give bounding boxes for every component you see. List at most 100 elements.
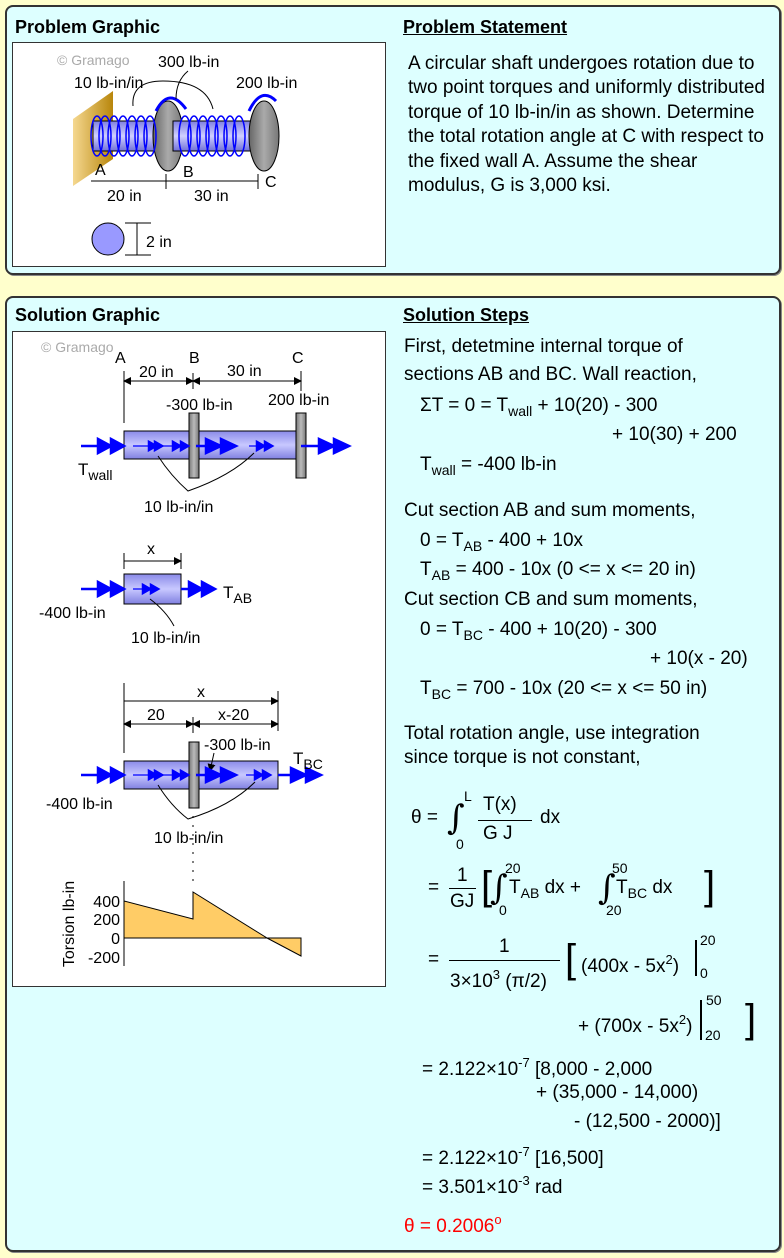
eq2-upper-limit-1: 20 xyxy=(505,860,521,876)
fbd-bc-torque-b: -300 lb-in xyxy=(204,737,271,754)
distributed-label: 10 lb-in/in xyxy=(144,499,213,516)
step-line: = 2.122×10-7 [16,500] xyxy=(422,1141,604,1170)
eq1-dx: dx xyxy=(540,807,561,828)
step-text: AB xyxy=(463,538,483,554)
length-bc: 30 in xyxy=(194,188,229,205)
distributed-torque-label: 10 lb-in/in xyxy=(74,75,143,92)
step-line: = 3.501×10-3 rad xyxy=(422,1170,562,1199)
eq1-denominator: G J xyxy=(483,823,513,844)
eq3-lower-limit: 0 xyxy=(700,965,708,981)
step-text: -7 xyxy=(518,1055,530,1070)
eq2-term-2: TBC dx xyxy=(616,877,673,901)
dimension-lines xyxy=(91,174,259,189)
step-line: + (35,000 - 14,000) xyxy=(536,1082,698,1104)
right-bracket: ] xyxy=(745,997,757,1041)
step-text: 0 = T xyxy=(420,530,464,551)
label-a: A xyxy=(115,350,126,367)
step-line: First, detetmine internal torque of xyxy=(404,336,683,358)
step-text: - (12,500 - 2000)] xyxy=(574,1111,721,1132)
step-text: AB xyxy=(431,567,451,583)
eq4-upper-limit: 50 xyxy=(706,992,722,1008)
torque-c-label: 200 lb-in xyxy=(236,75,297,92)
fbd-bc-distributed: 10 lb-in/in xyxy=(154,830,223,847)
leader-lines xyxy=(132,70,214,110)
problem-statement: A circular shaft undergoes rotation due … xyxy=(408,53,765,197)
eq1-lower-limit: 0 xyxy=(456,836,464,852)
step-text: = 400 - 10x (0 <= x <= 20 in) xyxy=(450,559,696,580)
fbd-bc-x-20: x-20 xyxy=(218,707,249,724)
step-line: Total rotation angle, use integration xyxy=(404,723,700,745)
step-text: T xyxy=(420,559,432,580)
step-text: = -400 lb-in xyxy=(455,454,557,475)
fraction-line xyxy=(478,820,532,821)
disc-c xyxy=(248,100,280,172)
step-text: + 10(30) + 200 xyxy=(612,424,737,445)
tick-neg-200: -200 xyxy=(88,950,120,967)
fbd-bc-arrows xyxy=(81,765,324,785)
fbd-ab-arrows xyxy=(81,579,218,599)
step-line: 0 = TBC - 400 + 10(20) - 300 xyxy=(420,619,657,646)
step-text: BC xyxy=(463,627,483,643)
fbd-bc-20: 20 xyxy=(147,707,165,724)
step-line: = 2.122×10-7 [8,000 - 2,000 xyxy=(422,1052,652,1081)
step-text: [8,000 - 2,000 xyxy=(529,1059,653,1080)
step-line: Cut section AB and sum moments, xyxy=(404,500,695,522)
dimension-lines xyxy=(123,371,302,423)
tick-0: 0 xyxy=(111,931,120,948)
step-text: rad xyxy=(529,1177,563,1198)
eq2-numerator: 1 xyxy=(457,865,468,886)
solution-graphic: © Gramago A B C 20 in 30 in -300 lb-in 2… xyxy=(12,331,386,987)
torsion-diagram-positive xyxy=(123,891,269,939)
eq3-numerator: 1 xyxy=(499,936,510,957)
distributed-torque-coils xyxy=(90,93,278,157)
fbd-bc-torque-b-leader xyxy=(207,752,216,772)
step-text: o xyxy=(494,1212,502,1227)
step-line: 0 = TAB - 400 + 10x xyxy=(420,530,583,557)
label-a: A xyxy=(95,162,106,179)
label-b: B xyxy=(183,164,194,181)
step-line: Cut section CB and sum moments, xyxy=(404,589,698,611)
diameter-dimension xyxy=(125,222,151,256)
watermark: © Gramago xyxy=(57,52,130,68)
step-line: ΣT = 0 = Twall + 10(20) - 300 xyxy=(420,395,657,422)
torsion-diagram-negative xyxy=(266,937,302,957)
tick-400: 400 xyxy=(93,894,120,911)
fbd-ab-torque: TAB xyxy=(223,583,252,606)
torsion-ylabel: Torsion lb-in xyxy=(61,881,78,967)
fraction-line xyxy=(449,960,560,961)
eq4-lower-limit: 20 xyxy=(705,1027,721,1043)
watermark: © Gramago xyxy=(41,339,114,355)
step-text: - 400 + 10(20) - 300 xyxy=(482,619,657,640)
label-b: B xyxy=(189,350,200,367)
fbd-ab-leader xyxy=(149,598,175,627)
solution-steps-title: Solution Steps xyxy=(403,305,529,325)
step-text: [16,500] xyxy=(529,1148,604,1169)
tick-200: 200 xyxy=(93,912,120,929)
eq3-upper-limit: 20 xyxy=(700,932,716,948)
step-text: + (35,000 - 14,000) xyxy=(536,1082,699,1103)
eq2-term-1: TAB dx + xyxy=(509,877,582,901)
eq3-expression: (400x - 5x2) xyxy=(581,952,680,977)
torque-arrows xyxy=(81,436,352,456)
eq1-numerator: T(x) xyxy=(483,794,517,815)
torque-c-label: 200 lb-in xyxy=(268,392,329,409)
step-text: wall xyxy=(508,403,533,419)
fbd-ab-dimension xyxy=(123,553,182,569)
integral-sign: ∫ xyxy=(598,868,616,908)
fbd-bc-x: x xyxy=(197,684,205,701)
step-text: Cut section AB and sum moments, xyxy=(404,500,696,521)
step-text: = 2.122×10 xyxy=(422,1148,519,1169)
t-wall-label: Twall xyxy=(78,460,113,483)
step-line: - (12,500 - 2000)] xyxy=(574,1111,721,1133)
step-text: sections AB and BC. Wall reaction, xyxy=(404,364,697,385)
evaluation-bar xyxy=(695,940,697,976)
left-bracket: [ xyxy=(565,937,577,981)
step-text: -3 xyxy=(518,1173,530,1188)
eq2-upper-limit-2: 50 xyxy=(612,860,628,876)
diameter-label: 2 in xyxy=(146,234,172,251)
step-line: since torque is not constant, xyxy=(404,747,641,769)
eq1-lhs: θ = xyxy=(411,807,438,828)
step-text: - 400 + 10x xyxy=(482,530,584,551)
step-text: = 3.501×10 xyxy=(422,1177,519,1198)
evaluation-bar xyxy=(700,1000,702,1040)
